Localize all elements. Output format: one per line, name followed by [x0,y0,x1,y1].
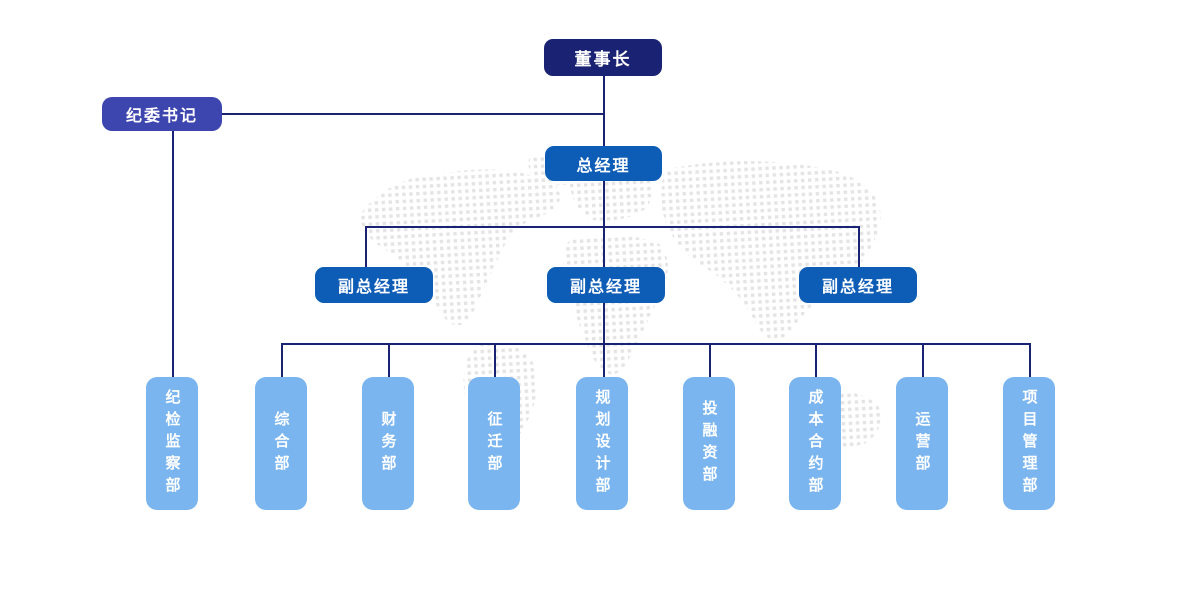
connector-dept-drop [494,343,496,377]
connector-dept-drop [603,343,605,377]
node-department-expropriation: 征迁部 [468,377,520,510]
node-department-cost-contract: 成本合约部 [789,377,841,510]
connector-secretary-dept [172,131,174,377]
node-deputy-general-manager-2: 副总经理 [547,267,665,303]
connector-secretary-trunk [222,113,604,115]
node-department-project-management: 项目管理部 [1003,377,1055,510]
connector-deputy3-drop [858,226,860,267]
node-deputy-general-manager-3: 副总经理 [799,267,917,303]
node-chairman: 董事长 [544,39,662,76]
node-department-general-affairs: 综合部 [255,377,307,510]
connector-chairman-gm [603,76,605,146]
node-department-investment-financing: 投融资部 [683,377,735,510]
connector-dept-drop [922,343,924,377]
node-department-planning-design: 规划设计部 [576,377,628,510]
connector-dept-drop [709,343,711,377]
node-general-manager: 总经理 [545,146,662,181]
connector-dept-drop [815,343,817,377]
connector-dept-drop [388,343,390,377]
connector-deputy2-stem [603,303,605,343]
node-department-discipline-inspection: 纪检监察部 [146,377,198,510]
connector-dept-bus [281,343,1030,345]
node-department-operations: 运营部 [896,377,948,510]
connector-gm-stem [603,181,605,226]
connector-deputy-bus [365,226,859,228]
node-discipline-secretary: 纪委书记 [102,97,222,131]
connector-dept-drop [1029,343,1031,377]
connector-dept-drop [281,343,283,377]
node-deputy-general-manager-1: 副总经理 [315,267,433,303]
node-department-finance: 财务部 [362,377,414,510]
connector-deputy2-drop [603,226,605,267]
connector-deputy1-drop [365,226,367,267]
